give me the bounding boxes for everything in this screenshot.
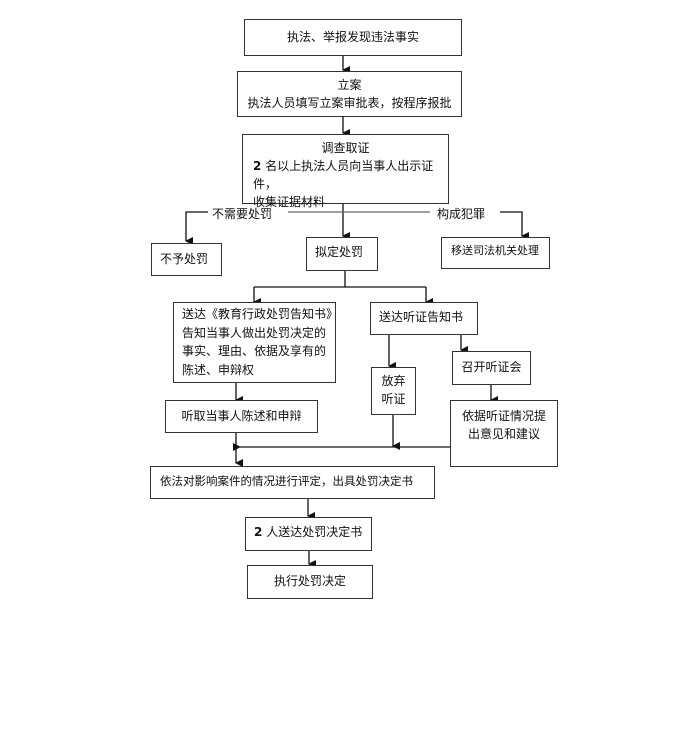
filing-title: 立案 — [337, 78, 362, 92]
proposed-penalty-box: 拟定处罚 — [306, 237, 378, 271]
branch-left-label: 不需要处罚 — [212, 207, 273, 221]
hearing-notice-box: 送达听证告知书 — [370, 302, 478, 335]
no-penalty-box: 不予处罚 — [151, 243, 222, 276]
transfer-judicial-text: 移送司法机关处理 — [451, 244, 539, 257]
listen-statement-text: 听取当事人陈述和申辩 — [181, 409, 302, 423]
waive-line2: 听证 — [381, 392, 406, 406]
decision-box: 依法对影响案件的情况进行评定，出具处罚决定书 — [150, 466, 435, 499]
hold-hearing-box: 召开听证会 — [452, 351, 531, 385]
notice-line2: 告知当事人做出处罚决定的 — [182, 325, 327, 340]
notice-line3: 事实、理由、依据及享有的 — [182, 344, 327, 358]
opinion-line2: 出意见和建议 — [467, 427, 540, 441]
decision-text: 依法对影响案件的情况进行评定，出具处罚决定书 — [160, 474, 413, 488]
waive-hearing-box: 放弃 听证 — [371, 367, 416, 415]
investigation-line1: 名以上执法人员向当事人出示证件， — [253, 159, 434, 191]
transfer-judicial-box: 移送司法机关处理 — [441, 237, 550, 269]
investigation-box: 调查取证 2 名以上执法人员向当事人出示证件， 收集证据材料 — [242, 134, 449, 209]
deliver-num: 2 — [254, 525, 263, 539]
proposed-penalty-text: 拟定处罚 — [315, 245, 364, 259]
execute-box: 执行处罚决定 — [247, 565, 373, 599]
opinion-line1: 依据听证情况提 — [461, 409, 546, 423]
notice-line1: 送达《教育行政处罚告知书》 — [182, 307, 339, 321]
arrow-to-no-penalty — [185, 211, 208, 245]
start-box: 执法、举报发现违法事实 — [244, 19, 462, 56]
execute-text: 执行处罚决定 — [273, 574, 346, 588]
branch-right-label: 构成犯罪 — [437, 207, 486, 221]
listen-statement-box: 听取当事人陈述和申辩 — [165, 400, 318, 433]
deliver-text: 人送达处罚决定书 — [266, 525, 363, 539]
hearing-opinion-box: 依据听证情况提 出意见和建议 — [450, 400, 558, 467]
start-text: 执法、举报发现违法事实 — [286, 30, 419, 44]
filing-box: 立案 执法人员填写立案审批表，按程序报批 — [237, 71, 462, 117]
waive-line1: 放弃 — [381, 374, 406, 388]
investigation-num: 2 — [253, 159, 262, 173]
notice-box: 送达《教育行政处罚告知书》 告知当事人做出处罚决定的 事实、理由、依据及享有的 … — [173, 302, 339, 383]
arrow-to-transfer — [500, 211, 529, 240]
hold-hearing-text: 召开听证会 — [461, 360, 522, 374]
hearing-notice-text: 送达听证告知书 — [379, 310, 464, 324]
investigation-title: 调查取证 — [321, 141, 370, 155]
filing-desc: 执法人员填写立案审批表，按程序报批 — [247, 96, 452, 110]
deliver-decision-box: 2 人送达处罚决定书 — [245, 517, 372, 551]
investigation-line2: 收集证据材料 — [253, 195, 326, 209]
notice-line4: 陈述、申辩权 — [182, 362, 255, 377]
no-penalty-text: 不予处罚 — [160, 252, 209, 266]
